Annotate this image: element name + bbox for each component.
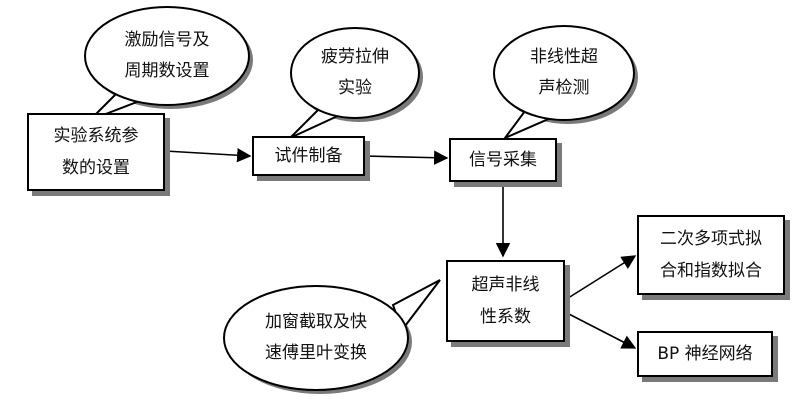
arrow-specimen-to-signal <box>364 150 449 165</box>
bubble-fft <box>223 279 441 394</box>
arrow-coef-to-fit <box>564 255 637 301</box>
bubble-fatigue-test-text: 疲劳拉伸 实验 <box>299 40 411 106</box>
bubble-nonlinear-detection-text: 非线性超 声检测 <box>502 38 626 108</box>
box-line: 试件制备 <box>274 146 343 166</box>
box-line: 性系数 <box>480 307 531 327</box>
bubble-line: 实验 <box>338 78 372 98</box>
box-line: 实验系统参 <box>53 126 139 146</box>
box-curve-fitting: 二次多项式拟 合和指数拟合 <box>637 215 785 295</box>
bubble-signal-settings-text: 激励信号及 周期数设置 <box>95 20 239 92</box>
bubble-line: 激励信号及 <box>124 30 210 50</box>
bubble-line: 速傅里叶变换 <box>265 343 367 363</box>
box-line: 二次多项式拟 <box>660 229 762 249</box>
box-specimen-prep: 试件制备 <box>252 136 365 176</box>
box-line: 数的设置 <box>62 158 130 178</box>
bubble-nonlinear-detection <box>493 25 638 141</box>
box-signal-acquisition: 信号采集 <box>449 138 557 182</box>
arrow-params-to-specimen <box>164 148 252 163</box>
box-line: BP 神经网络 <box>657 344 753 364</box>
arrow-coef-to-bp <box>564 311 637 349</box>
bubble-fatigue-test <box>289 27 423 139</box>
box-line: 合和指数拟合 <box>660 261 762 281</box>
bubble-line: 周期数设置 <box>124 61 210 81</box>
bubble-line: 疲劳拉伸 <box>321 47 389 67</box>
bubble-line: 加窗截取及快 <box>265 312 367 332</box>
box-line: 超声非线 <box>471 275 540 295</box>
bubble-line: 声检测 <box>538 78 590 98</box>
bubble-signal-settings <box>84 6 253 121</box>
box-nonlinear-coefficient: 超声非线 性系数 <box>446 260 565 342</box>
bubble-fft-text: 加窗截取及快 速傅里叶变换 <box>234 300 398 376</box>
box-line: 信号采集 <box>469 150 537 170</box>
box-experiment-params: 实验系统参 数的设置 <box>27 113 165 191</box>
bubble-line: 非线性超 <box>530 47 598 67</box>
box-bp-network: BP 神经网络 <box>637 331 773 377</box>
